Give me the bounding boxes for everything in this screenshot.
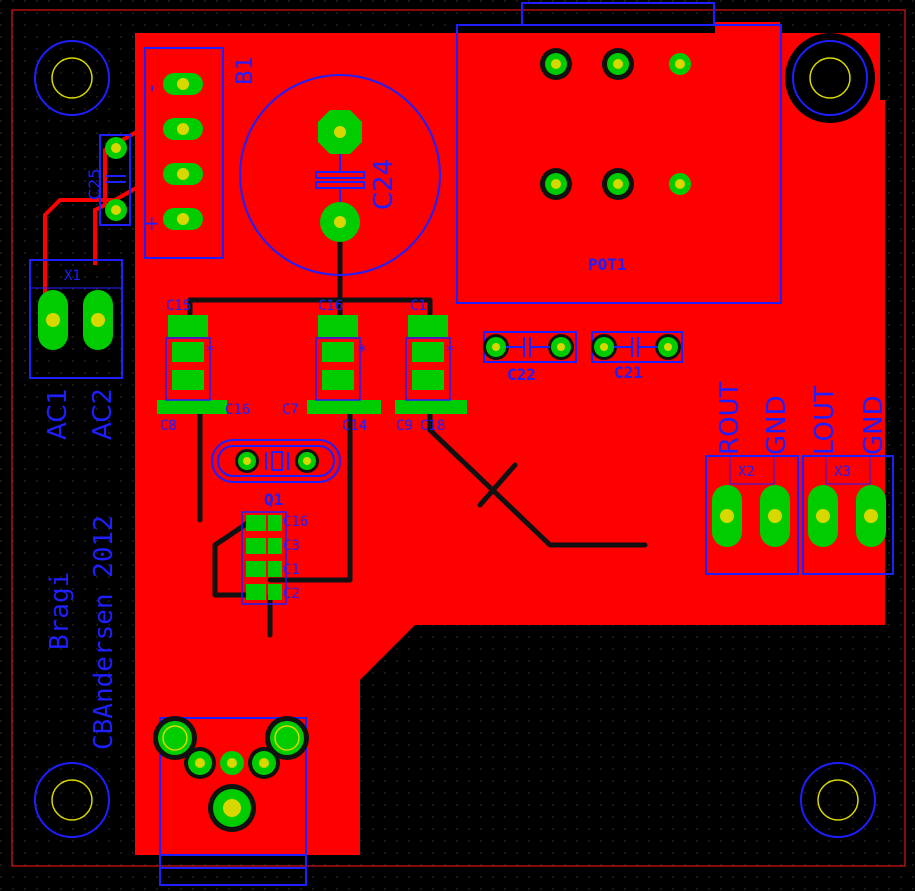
c22-capacitor xyxy=(483,331,577,363)
c21-label: C21 xyxy=(614,363,643,382)
gnd-r-label: GND xyxy=(762,395,792,455)
c7-label: C7 xyxy=(282,402,299,418)
b1-minus-label: - xyxy=(139,85,163,92)
c1-label: C1 xyxy=(283,562,300,578)
c25-label: C25 xyxy=(85,168,104,200)
smd-stack-bottom xyxy=(241,511,287,605)
c24-label: C24 xyxy=(369,159,399,210)
b1-label: B1 xyxy=(233,56,258,85)
c2-label: C2 xyxy=(283,586,300,602)
q1-crystal xyxy=(211,439,341,483)
x3-connector xyxy=(802,455,894,575)
x1-connector xyxy=(29,259,123,379)
c3-label: C3 xyxy=(283,538,300,554)
c16-b-label: C16 xyxy=(283,514,308,530)
star-right: * xyxy=(446,341,454,360)
mount-clearance-top-right xyxy=(785,33,875,123)
mounting-hole-bottom-left xyxy=(34,762,110,838)
b1-plus-label: + xyxy=(139,215,163,232)
c16-label: C16 xyxy=(225,402,250,418)
q1-label: Q1 xyxy=(264,490,283,509)
star-middle: * xyxy=(358,341,366,360)
mounting-hole-top-right xyxy=(792,40,868,116)
author-text: CBAndersen 2012 xyxy=(89,515,119,750)
x2-connector xyxy=(705,455,799,575)
x1-label: X1 xyxy=(64,268,81,284)
pot1-footprint xyxy=(456,2,782,304)
smd-group-left xyxy=(157,315,227,414)
c21-capacitor xyxy=(591,331,683,363)
ac2-label: AC2 xyxy=(88,388,118,440)
title-text: Bragi xyxy=(45,572,75,650)
mounting-hole-bottom-right xyxy=(800,762,876,838)
x2-label: X2 xyxy=(738,464,755,480)
c16-top-label: C16 xyxy=(318,298,343,314)
c24-capacitor xyxy=(239,74,441,276)
c25-capacitor xyxy=(99,134,131,226)
traces xyxy=(187,222,648,638)
red-traces xyxy=(43,78,151,300)
c9-label: C9 xyxy=(396,418,413,434)
rout-label: ROUT xyxy=(715,381,745,455)
c8-label: C8 xyxy=(160,418,177,434)
star-left: * xyxy=(206,341,214,360)
lout-label: LOUT xyxy=(810,386,840,455)
smd-group-right xyxy=(395,315,467,414)
dc-jack-footprint xyxy=(153,716,309,886)
c14-label: C14 xyxy=(342,418,367,434)
c17-top-label: C1 xyxy=(410,298,427,314)
x3-label: X3 xyxy=(834,464,851,480)
c22-label: C22 xyxy=(507,365,536,384)
ac1-label: AC1 xyxy=(43,388,73,440)
pot1-label: POT1 xyxy=(588,255,627,274)
gnd-l-label: GND xyxy=(859,395,889,455)
board-outline xyxy=(11,9,906,867)
mounting-hole-top-left xyxy=(34,40,110,116)
smd-group-middle xyxy=(307,315,381,414)
c18-label: C18 xyxy=(420,418,445,434)
b1-connector xyxy=(144,47,224,259)
c15-top-label: C15 xyxy=(166,298,191,314)
